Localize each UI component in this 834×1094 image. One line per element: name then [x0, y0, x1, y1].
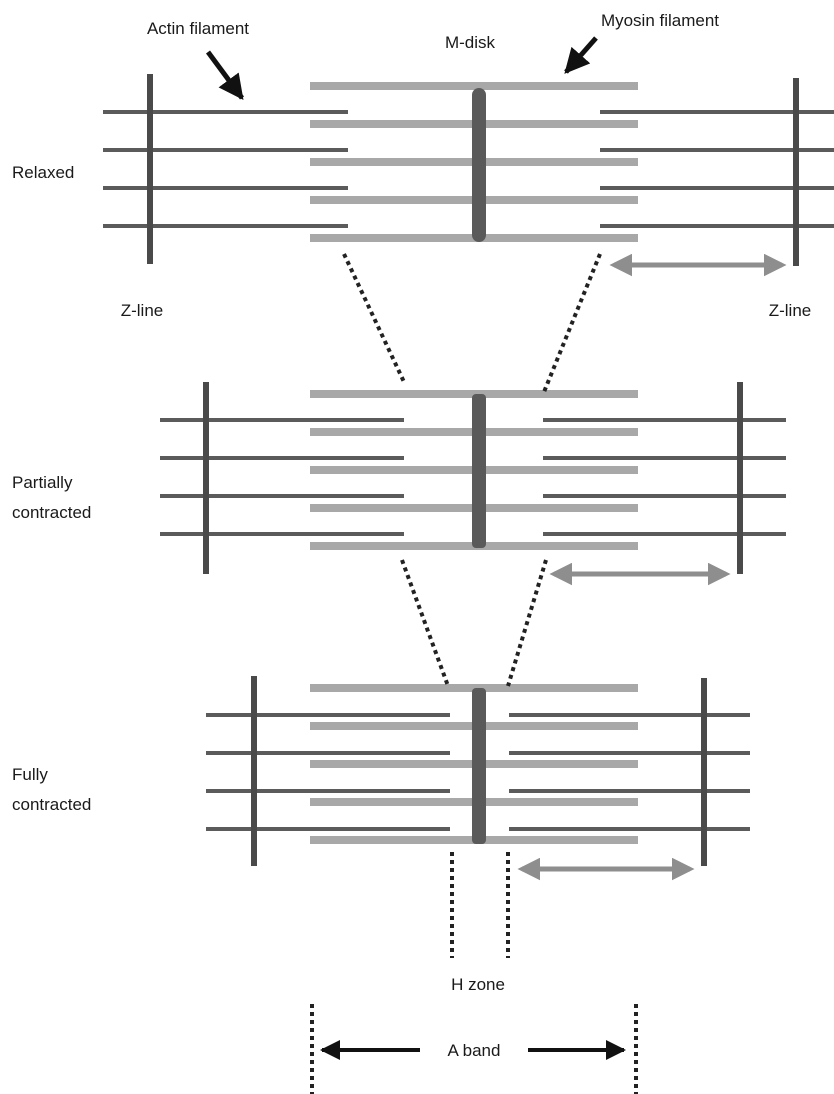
stage-label-fully-contracted: Fully contracted: [12, 765, 91, 814]
actin-filaments: [160, 418, 786, 536]
dotted-guide-lines: [310, 253, 638, 1094]
a-band-label: A band: [448, 1041, 501, 1060]
stage-label-line: contracted: [12, 795, 91, 814]
stage-label-line: Fully: [12, 765, 48, 784]
actin-pointer-arrow: [205, 50, 245, 101]
m-disk: [472, 88, 486, 242]
stage-label-relaxed: Relaxed: [12, 163, 74, 182]
myosin-filament-label: Myosin filament: [601, 11, 719, 30]
sarcomere-partially-contracted: [160, 382, 786, 586]
stage-label-line: Relaxed: [12, 163, 74, 182]
m-disk-label: M-disk: [445, 33, 496, 52]
m-disk: [472, 394, 486, 548]
z-line-label-left: Z-line: [121, 301, 164, 320]
sarcomere-relaxed: [103, 74, 834, 277]
sarcomere-fully-contracted: [206, 676, 750, 881]
h-zone-label: H zone: [451, 975, 505, 994]
stage-label-partially-contracted: Partially contracted: [12, 473, 91, 522]
stage-label-line: contracted: [12, 503, 91, 522]
m-disk: [472, 688, 486, 844]
actin-filaments: [103, 110, 834, 228]
actin-filament-label: Actin filament: [147, 19, 249, 38]
myosin-pointer-arrow: [564, 36, 598, 74]
stage-label-line: Partially: [12, 473, 73, 492]
actin-filaments: [206, 713, 750, 831]
z-line-label-right: Z-line: [769, 301, 812, 320]
